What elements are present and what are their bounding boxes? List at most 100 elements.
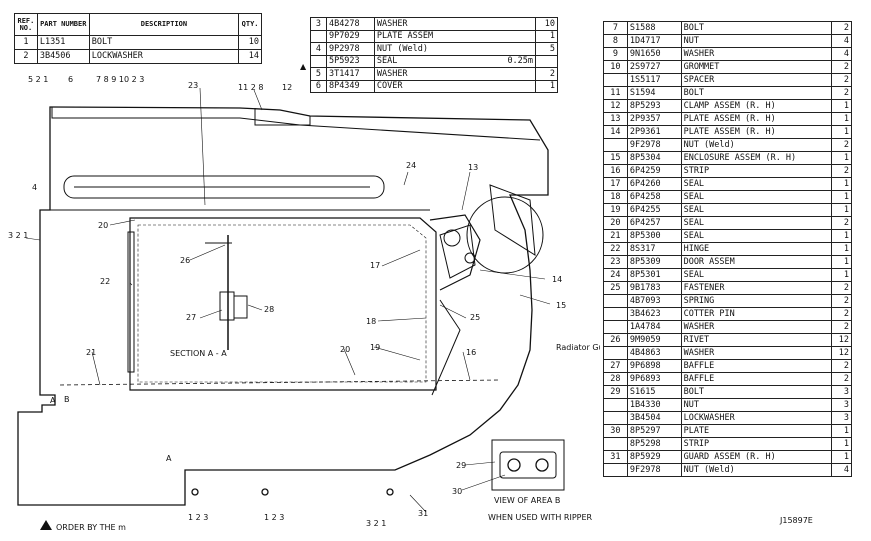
ref-cell (603, 437, 628, 451)
ref-cell-text: 5 (315, 68, 322, 79)
part-number-cell: 9M9059 (626, 333, 682, 347)
qty-cell: 1 (831, 424, 852, 438)
ref-cell-text: 22 (610, 243, 621, 254)
part-number-cell-text: 6P4258 (629, 191, 661, 202)
description-cell: BOLT (680, 385, 833, 399)
callout-1-2-3-a: 1 2 3 (188, 513, 208, 522)
qty-cell-text: 2 (843, 373, 849, 384)
ref-cell (603, 411, 628, 425)
part-number-cell: 8P5300 (626, 229, 682, 243)
description-cell-text: COVER (376, 81, 403, 91)
description-cell-text: WASHER (376, 68, 408, 79)
ref-cell: 16 (603, 164, 628, 178)
qty-cell-text: 1 (843, 230, 849, 241)
ref-cell (603, 138, 628, 152)
qty-cell: 2 (831, 307, 852, 321)
callout-30: 30 (452, 487, 462, 496)
qty-cell-text: 2 (843, 360, 849, 371)
part-number-cell: 6P4258 (626, 190, 682, 204)
qty-cell: 1 (831, 190, 852, 204)
qty-cell-text: 2 (843, 308, 849, 319)
description-cell: SEAL (680, 268, 833, 282)
description-cell-text: COTTER PIN (683, 308, 735, 319)
description-cell: COVER (373, 79, 537, 93)
callout-11-2-8: 11 2 8 (238, 83, 263, 92)
description-cell-text: NUT (Weld) (376, 43, 429, 54)
qty-cell: 1 (831, 255, 852, 269)
part-number-cell: S1615 (626, 385, 682, 399)
part-number-cell: 9P2978 (325, 42, 375, 56)
qty-cell-text: 2 (843, 74, 849, 85)
callout-27: 27 (186, 313, 196, 322)
description-cell: SEAL (680, 177, 833, 191)
part-number-cell: 5P5923 (325, 54, 375, 68)
part-number-cell-text: 4B4278 (328, 18, 360, 29)
part-number-cell-text: 2S9727 (629, 61, 661, 72)
callout-5-2-1: 5 2 1 (28, 75, 48, 84)
part-number-cell: 9B1783 (626, 281, 682, 295)
callout-3-2-1-left: 3 2 1 (8, 231, 28, 240)
qty-cell: 2 (831, 320, 852, 334)
description-cell-text: FASTENER (683, 282, 725, 293)
part-number-cell: 3T1417 (325, 67, 375, 81)
description-cell-text: SEAL (683, 178, 705, 189)
part-number-cell: 8P5293 (626, 99, 682, 113)
qty-cell-text: 4 (843, 464, 849, 475)
description-cell: COTTER PIN (680, 307, 833, 321)
qty-cell-text: 1 (549, 81, 555, 91)
description-cell-text: GUARD ASSEM (R. H) (683, 451, 776, 462)
description-cell: SPACER (680, 73, 833, 87)
description-cell: PLATE (680, 424, 833, 438)
qty-cell-text: 14 (248, 51, 259, 62)
qty-cell-text: 1 (843, 269, 849, 280)
description-cell-text: PLATE ASSEM (R. H) (683, 113, 776, 124)
qty-cell: 1 (831, 203, 852, 217)
description-cell: WASHER (373, 67, 537, 81)
part-number-cell-text: 9B1783 (629, 282, 661, 293)
description-cell-text: NUT (Weld) (683, 464, 735, 475)
part-number-cell: 8P5304 (626, 151, 682, 165)
part-number-cell-text: 9P2978 (328, 43, 360, 54)
qty-cell-text: 1 (843, 451, 849, 462)
description-cell-text: BOLT (683, 22, 705, 33)
qty-cell: 1 (831, 112, 852, 126)
ref-cell-text: 2 (23, 51, 29, 62)
qty-cell: 12 (831, 333, 852, 347)
part-number-cell: 6P4257 (626, 216, 682, 230)
part-number-cell: 9P7029 (325, 29, 375, 43)
description-cell-text: DOOR ASSEM (683, 256, 735, 267)
description-cell: BAFFLE (680, 372, 833, 386)
description-cell: STRIP (680, 437, 833, 451)
section-title: SECTION A - A (170, 349, 227, 358)
ref-cell: 24 (603, 268, 628, 282)
part-number-cell-text: L1351 (39, 37, 66, 48)
qty-cell-text: 1 (843, 243, 849, 254)
ref-cell-text: 19 (610, 204, 621, 215)
qty-cell: 2 (831, 281, 852, 295)
qty-cell-text: 2 (549, 68, 555, 79)
description-cell-text: LOCKWASHER (91, 51, 143, 62)
callout-31: 31 (418, 509, 428, 518)
qty-cell: 3 (831, 411, 852, 425)
part-number-cell-text: 8P5929 (629, 451, 661, 462)
qty-cell: 2 (535, 67, 558, 81)
part-number-cell-text: 8P4349 (328, 81, 360, 91)
ref-cell: 10 (603, 60, 628, 74)
qty-cell: 2 (831, 21, 852, 35)
marker-a-2: A (166, 454, 172, 463)
part-number-cell-text: 8P5304 (629, 152, 661, 163)
part-number-cell: 3B4623 (626, 307, 682, 321)
ref-cell: 5 (310, 67, 327, 81)
callout-20-b: 20 (340, 345, 350, 354)
